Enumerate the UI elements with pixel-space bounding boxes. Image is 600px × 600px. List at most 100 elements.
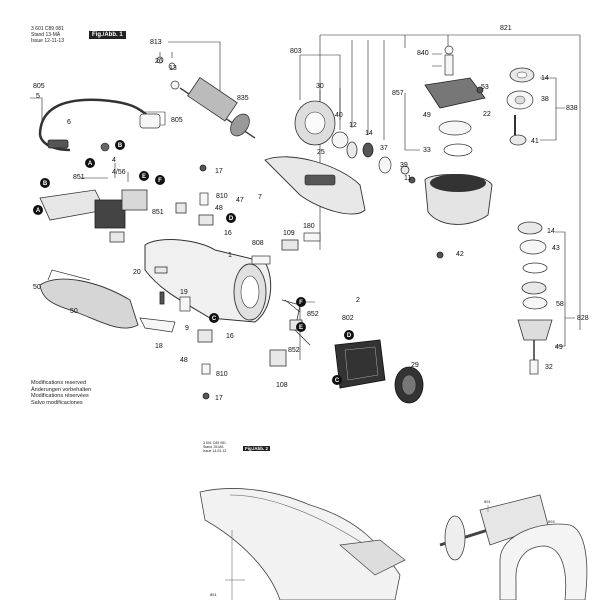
figure-label-2: Fig./Abb. 2	[243, 446, 270, 451]
switch-assembly	[39, 189, 148, 243]
callout-838: 838	[566, 105, 578, 112]
svg-text:E: E	[299, 325, 303, 331]
callout-4: 4	[112, 157, 116, 164]
callout-852-b: 852	[288, 347, 300, 354]
svg-text:D: D	[229, 216, 234, 222]
figure-label: Fig./Abb. 1	[89, 31, 126, 39]
callout-47: 47	[236, 197, 244, 204]
marker-d-2: D	[344, 330, 354, 340]
callout-852-a: 852	[307, 311, 319, 318]
callout-42: 42	[456, 251, 464, 258]
armature	[156, 56, 256, 139]
callout-7: 7	[258, 194, 262, 201]
motor-housing	[144, 239, 272, 323]
part-number-callouts: 813 26 13 835 803 821 840 857 53 14 38 8…	[33, 25, 589, 402]
svg-text:C: C	[335, 378, 340, 384]
issue-line: Issue 12-11-13	[31, 38, 64, 44]
stator	[281, 299, 424, 404]
modifications-line-en: Modifications reserved	[31, 380, 87, 386]
callout-17-b: 17	[215, 395, 223, 402]
callout-4-56: 4/56	[112, 169, 126, 176]
callout-1: 1	[228, 252, 232, 259]
callout-43: 43	[552, 245, 560, 252]
callout-810-a: 810	[216, 193, 228, 200]
callout-813: 813	[150, 39, 162, 46]
document-header-2: 3 601 C89 081 Stand 15-MÄ Issue 14-02-12	[203, 441, 226, 454]
modifications-line-es: Salvo modificaciones	[31, 399, 83, 406]
callout-14-a: 14	[541, 75, 549, 82]
callout-49-a: 49	[423, 112, 431, 119]
svg-text:C: C	[212, 316, 217, 322]
small-parts	[154, 164, 321, 400]
callout-33: 33	[423, 147, 431, 154]
callout-835: 835	[237, 95, 249, 102]
callout-2: 2	[356, 297, 360, 304]
callout-53: 53	[481, 84, 489, 91]
callout-803: 803	[290, 48, 302, 55]
callout-802: 802	[342, 315, 354, 322]
marker-a-2: A	[33, 205, 43, 215]
callout-891: 891	[484, 499, 491, 504]
callout-48-b: 48	[180, 357, 188, 364]
callout-857: 857	[392, 90, 404, 97]
callout-26: 26	[155, 58, 163, 65]
callout-6: 6	[67, 119, 71, 126]
callout-14-b: 14	[365, 130, 373, 137]
modifications-notice: Modifications reserved Änderungen vorbeh…	[31, 380, 91, 406]
callout-851-c: 851	[210, 592, 217, 597]
callout-18: 18	[155, 343, 163, 350]
svg-text:A: A	[88, 161, 93, 167]
callout-32: 32	[545, 364, 553, 371]
marker-b-1: B	[115, 140, 125, 150]
power-cord	[38, 98, 161, 152]
document-number: 3 601 C89 081	[31, 26, 64, 32]
callout-16-b: 16	[226, 333, 234, 340]
callout-17-a: 17	[215, 168, 223, 175]
callout-37: 37	[380, 145, 388, 152]
svg-text:A: A	[36, 208, 41, 214]
callout-14-c: 14	[547, 228, 555, 235]
issue-line-2: Issue 14-02-12	[203, 449, 227, 454]
callout-38: 38	[541, 96, 549, 103]
callout-22: 22	[483, 111, 491, 118]
bearing-stack	[506, 67, 553, 375]
callout-851-a: 851	[73, 174, 85, 181]
callout-50-b: 50	[70, 308, 78, 315]
callout-180: 180	[303, 223, 315, 230]
callout-12: 12	[349, 122, 357, 129]
document-number-2: 3 601 C89 081	[203, 441, 226, 445]
callout-893: 893	[548, 519, 555, 524]
svg-text:F: F	[158, 178, 162, 184]
gear-housing	[424, 45, 493, 259]
callout-9: 9	[185, 325, 189, 332]
marker-b-2: B	[40, 178, 50, 188]
marker-f-2: F	[296, 297, 306, 307]
modifications-line-fr: Modifications réservées	[31, 393, 89, 399]
stand-line: Stand 13-MÄ	[31, 32, 61, 38]
callout-50-a: 50	[33, 284, 41, 291]
callout-16-a: 16	[224, 230, 232, 237]
figure-2-drawing: 891 893 851	[199, 488, 588, 600]
callout-41: 41	[531, 138, 539, 145]
svg-text:D: D	[347, 333, 352, 339]
marker-f-1: F	[155, 175, 165, 185]
reference-markers: B A B A E F D C F E D C	[33, 140, 354, 385]
callout-13: 13	[169, 65, 177, 72]
callout-808: 808	[252, 240, 264, 247]
fan-and-rings	[294, 100, 416, 184]
callout-810-b: 810	[216, 371, 228, 378]
marker-e-1: E	[139, 171, 149, 181]
rear-handle	[39, 269, 176, 333]
callout-828: 828	[577, 315, 589, 322]
callout-20: 20	[133, 269, 141, 276]
marker-c-2: C	[332, 375, 342, 385]
marker-a-1: A	[85, 158, 95, 168]
marker-d-1: D	[226, 213, 236, 223]
document-header: 3 601 C89 081 Stand 13-MÄ Issue 12-11-13	[31, 26, 64, 44]
callout-39: 39	[400, 162, 408, 169]
callout-19: 19	[180, 289, 188, 296]
callout-109: 109	[283, 230, 295, 237]
callout-11: 11	[404, 175, 411, 182]
